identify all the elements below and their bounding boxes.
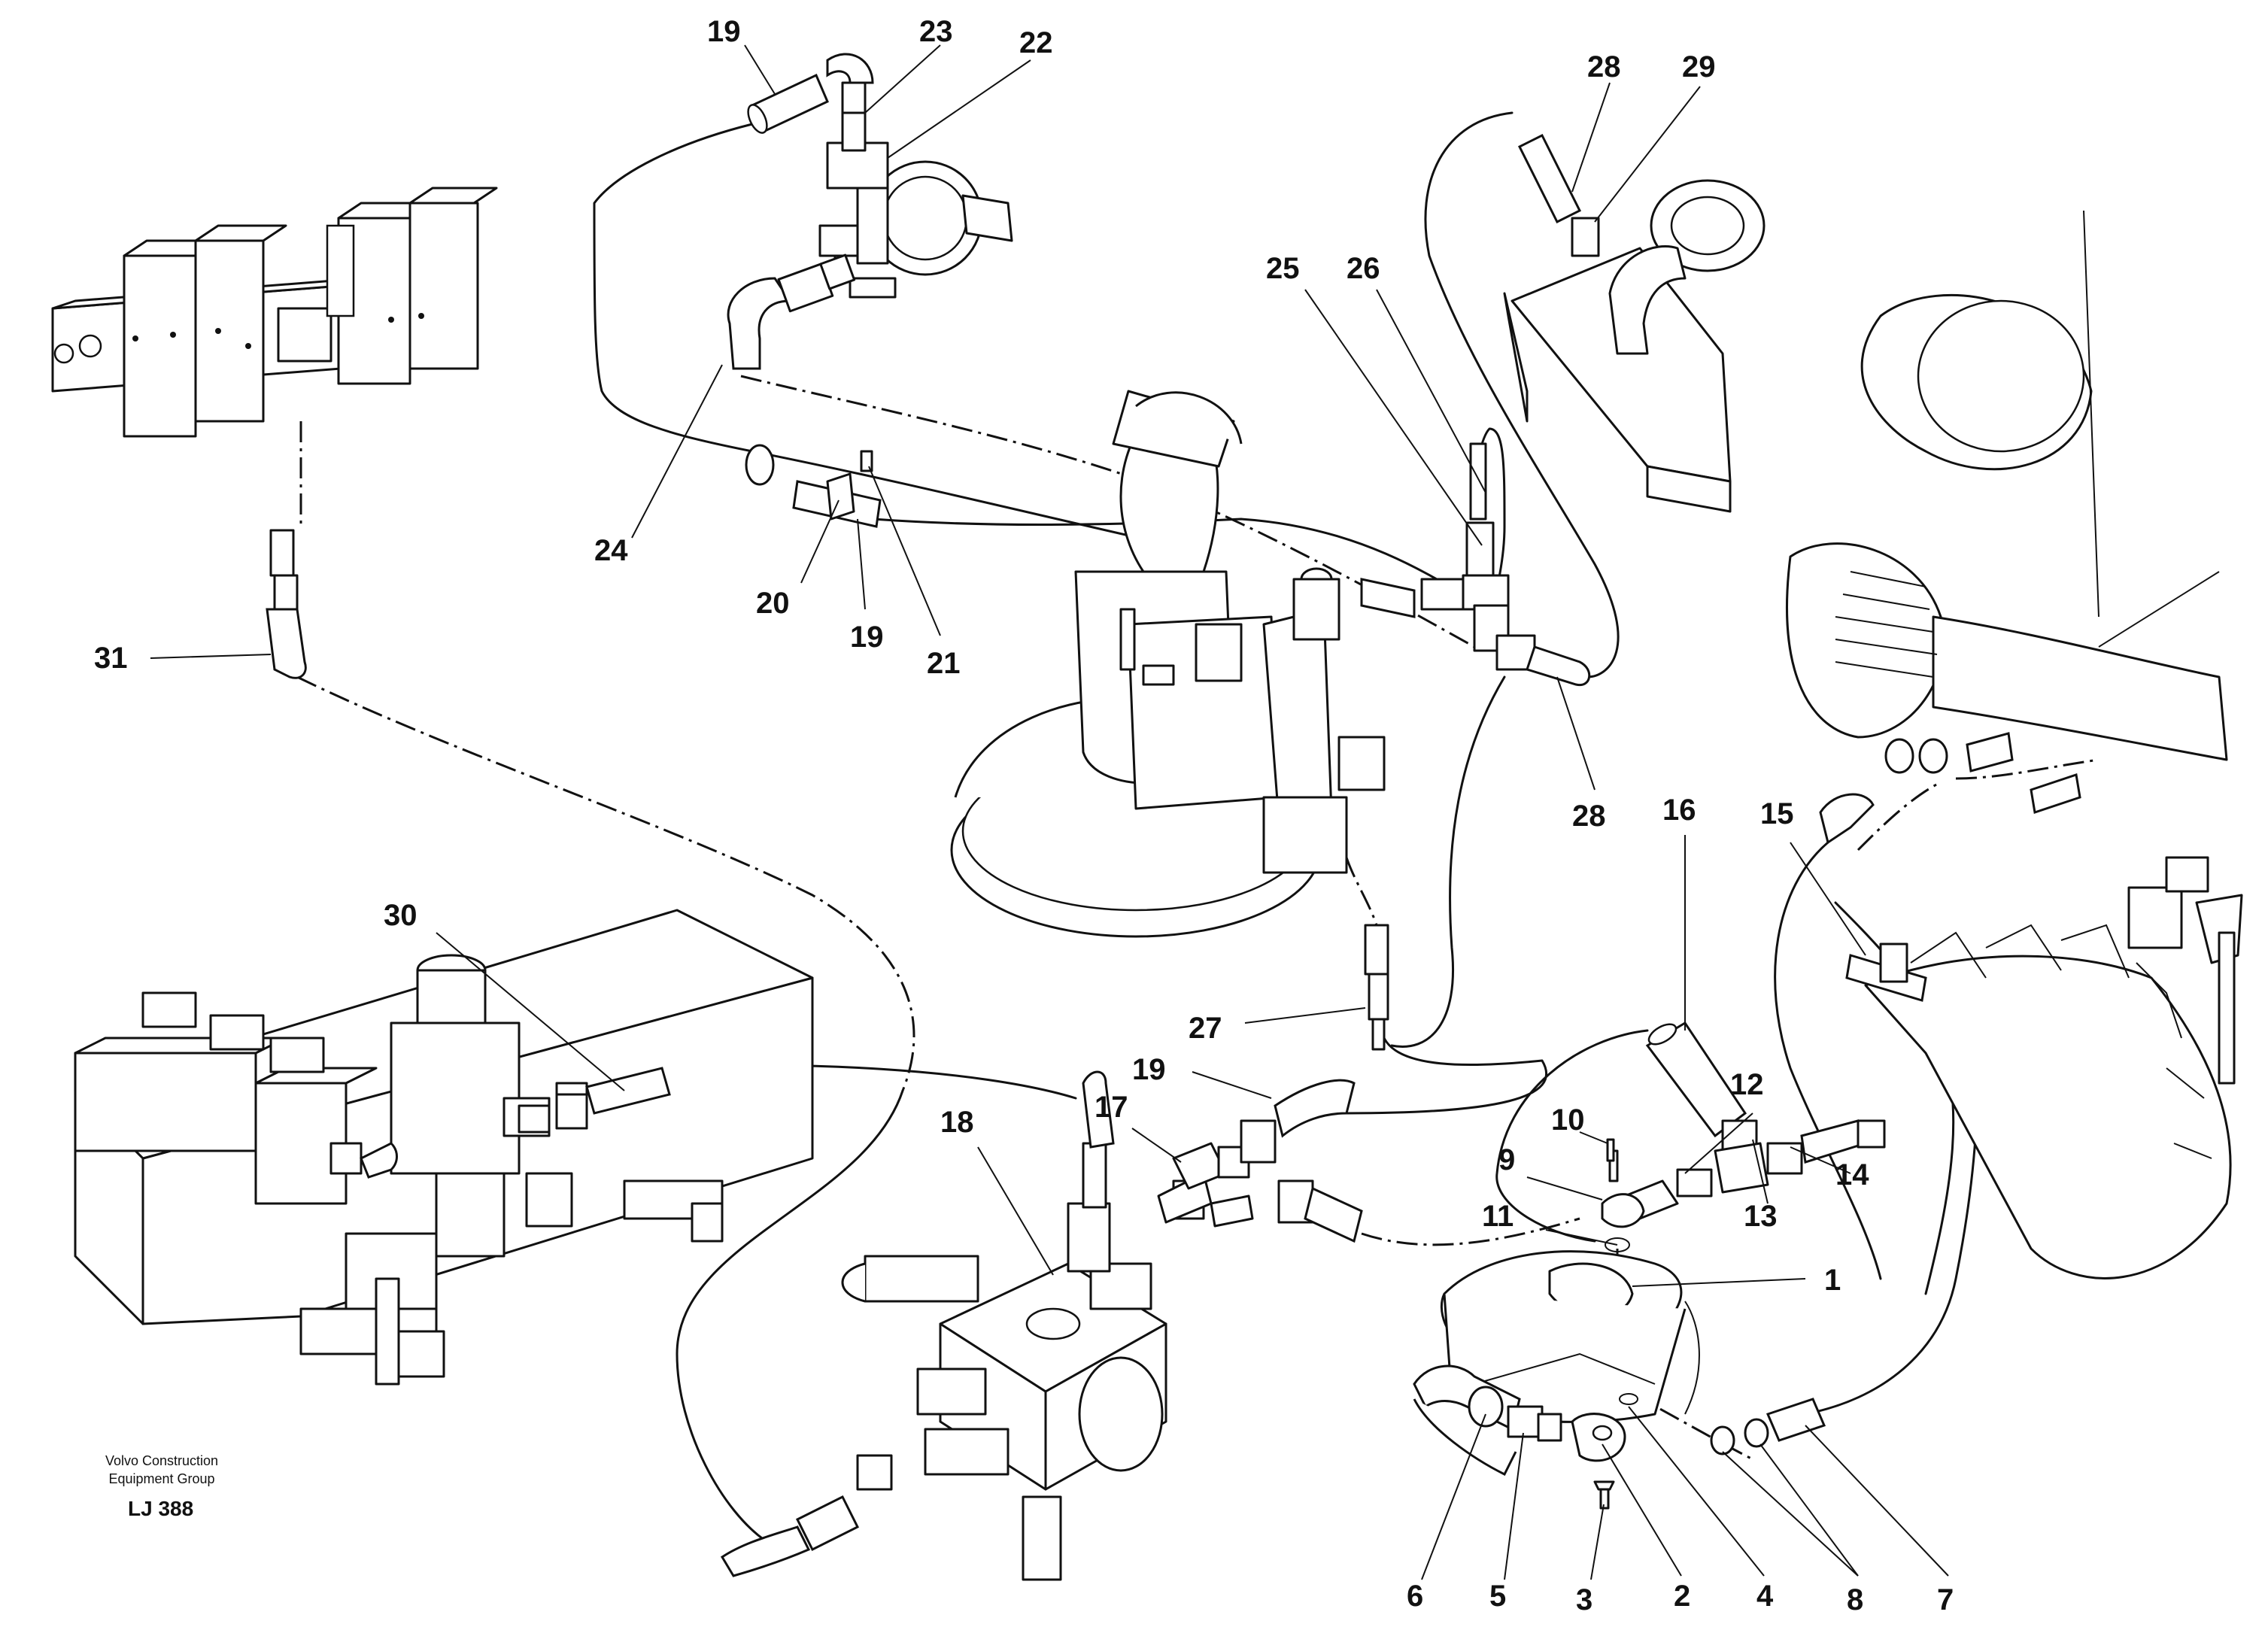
callout-11: 11	[1482, 1200, 1514, 1233]
callout-30: 30	[384, 899, 417, 932]
callout-12: 12	[1730, 1068, 1764, 1101]
fitting-27	[1364, 924, 1389, 1051]
callout-27: 27	[1189, 1012, 1222, 1045]
drawing-code: LJ 388	[128, 1497, 193, 1520]
hose-19-low	[1240, 1079, 1356, 1164]
hose-19-top	[747, 73, 829, 134]
clamps-and-hose-7-8	[1710, 1398, 1826, 1455]
clamp-set-20-21	[745, 444, 882, 528]
caption-line-2: Equipment Group	[108, 1471, 214, 1486]
callout-6: 6	[1407, 1580, 1423, 1613]
callout-7: 7	[1937, 1583, 1954, 1616]
elbow-bracket-28-29	[1503, 133, 1766, 513]
fittings-lower-2-6	[1413, 1138, 1638, 1510]
callout-21: 21	[927, 647, 961, 680]
callout-15: 15	[1760, 797, 1794, 830]
pump-assembly-top	[818, 53, 1013, 299]
hose-24	[727, 253, 856, 370]
fitting-group-12-16	[1601, 1021, 1886, 1228]
callout-10: 10	[1551, 1103, 1585, 1137]
callout-5: 5	[1489, 1580, 1506, 1613]
callout-28-mid: 28	[1572, 800, 1606, 833]
callout-13: 13	[1744, 1200, 1778, 1233]
callout-1: 1	[1824, 1264, 1841, 1297]
callout-19-low: 19	[1132, 1053, 1166, 1086]
callout-31: 31	[94, 642, 128, 675]
callout-16: 16	[1662, 794, 1696, 827]
callout-23: 23	[919, 15, 953, 48]
bell-housing-bottom-right	[1845, 856, 2243, 1279]
callout-2: 2	[1674, 1580, 1690, 1613]
callout-14: 14	[1835, 1158, 1869, 1191]
caption-line-1: Volvo Construction	[105, 1453, 218, 1468]
callout-18: 18	[940, 1106, 974, 1139]
callout-22: 22	[1019, 26, 1053, 59]
callout-28-top: 28	[1587, 50, 1621, 83]
tee-fitting-17	[1157, 1142, 1363, 1243]
callout-26: 26	[1347, 252, 1380, 285]
distribution-block-18	[841, 1070, 1167, 1581]
fitting-lower-left	[720, 1454, 893, 1577]
callout-8: 8	[1847, 1583, 1863, 1616]
callout-29: 29	[1682, 50, 1716, 83]
flange-block-1	[1440, 1237, 1700, 1423]
exhaust-pipe-right	[1786, 210, 2228, 845]
callout-4: 4	[1756, 1580, 1774, 1613]
tee-fitting-25-26	[1360, 442, 1591, 687]
callout-labels: 19 23 22 28 29 25 26 24 20 19 21 31 28 1…	[94, 15, 1954, 1616]
callout-19-top: 19	[707, 15, 741, 48]
hose-30	[555, 1067, 671, 1130]
callout-17: 17	[1095, 1091, 1128, 1124]
valve-block-top-left	[51, 187, 498, 438]
callout-3: 3	[1576, 1583, 1592, 1616]
callout-19-mid: 19	[850, 621, 884, 654]
leader-lines	[150, 44, 1949, 1580]
hose-31	[266, 529, 307, 679]
callout-24: 24	[594, 534, 628, 567]
swivel-center	[950, 390, 1386, 938]
callout-20: 20	[756, 587, 790, 620]
callout-9: 9	[1498, 1143, 1515, 1176]
callout-25: 25	[1266, 252, 1300, 285]
publisher-caption: Volvo Construction Equipment Group LJ 38…	[105, 1453, 218, 1520]
